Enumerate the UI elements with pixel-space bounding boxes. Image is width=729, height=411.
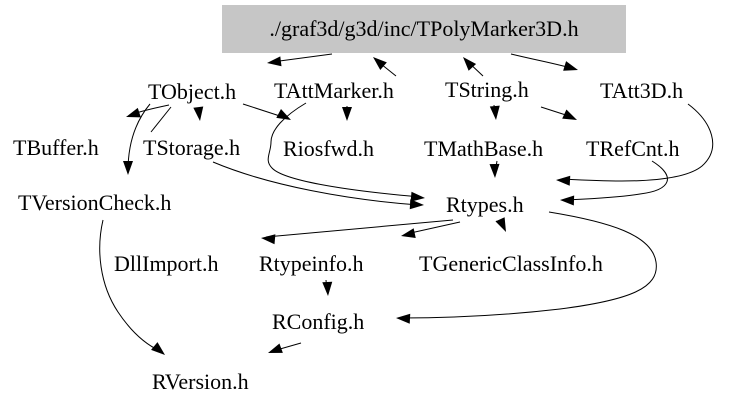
node-TGenericClassInfo[interactable]: TGenericClassInfo.h bbox=[419, 251, 603, 276]
edge-TRefCnt-to-Rtypes bbox=[564, 160, 668, 201]
arrowhead-Rtypes-to-DllImport bbox=[261, 234, 276, 245]
node-TObject[interactable]: TObject.h bbox=[148, 79, 237, 104]
arrowhead-RConfig-to-RVersion bbox=[268, 343, 283, 353]
arrowhead-TObject-to-Riosfwd bbox=[276, 109, 291, 120]
edge-TAtt3D-to-Rtypes bbox=[560, 103, 714, 182]
arrowhead-TAttMarker-to-TPolyMarker3D bbox=[373, 57, 387, 70]
arrowhead-TVersionCheck-to-RVersion bbox=[151, 342, 165, 355]
node-TPolyMarker3D[interactable]: ./graf3d/g3d/inc/TPolyMarker3D.h bbox=[222, 5, 626, 53]
edge-TStorage-to-Rtypes bbox=[212, 161, 420, 206]
arrowhead-TObject-to-TBuffer bbox=[126, 107, 141, 118]
node-TBuffer[interactable]: TBuffer.h bbox=[13, 135, 99, 160]
arrowhead-TObject-to-TVersionCheck bbox=[123, 161, 133, 175]
arrowhead-TAttMarker-to-Rtypes bbox=[410, 191, 425, 202]
arrowhead-Rtypes-to-RConfig bbox=[396, 313, 411, 324]
node-TRefCnt[interactable]: TRefCnt.h bbox=[586, 136, 680, 161]
arrowhead-Rtypeinfo-to-RConfig bbox=[322, 281, 333, 296]
arrowhead-TRefCnt-to-Rtypes bbox=[560, 195, 575, 206]
arrowhead-TPolyMarker3D-to-TObject bbox=[267, 56, 282, 67]
arrowhead-TString-to-TMathBase bbox=[489, 105, 500, 120]
node-TStorage[interactable]: TStorage.h bbox=[143, 135, 241, 160]
edge-TObject-to-TBuffer bbox=[150, 106, 172, 133]
node-TAtt3D[interactable]: TAtt3D.h bbox=[600, 78, 684, 103]
arrowhead-TAtt3D-to-Rtypes bbox=[556, 175, 571, 186]
node-Rtypes[interactable]: Rtypes.h bbox=[446, 192, 524, 217]
arrowhead-TObject-to-TStorage bbox=[193, 106, 204, 121]
arrowhead-Rtypes-to-Rtypeinfo bbox=[401, 228, 416, 238]
node-Rtypeinfo[interactable]: Rtypeinfo.h bbox=[259, 251, 364, 276]
node-RVersion[interactable]: RVersion.h bbox=[152, 369, 249, 394]
arrowhead-TStorage-to-Rtypes bbox=[409, 199, 424, 210]
arrowhead-TString-to-TPolyMarker3D bbox=[463, 57, 477, 71]
edge-TAttMarker-to-Rtypes bbox=[267, 102, 421, 198]
edge-Rtypes-to-Rtypeinfo bbox=[405, 221, 461, 235]
node-DllImport[interactable]: DllImport.h bbox=[114, 251, 219, 276]
arrowhead-TMathBase-to-Rtypes bbox=[489, 163, 500, 178]
arrowhead-TString-to-TRefCnt bbox=[562, 109, 577, 120]
arrowhead-TAttMarker-to-Riosfwd bbox=[342, 107, 352, 121]
arrowhead-TPolyMarker3D-to-TAtt3D bbox=[563, 61, 578, 71]
edge-Rtypes-to-DllImport bbox=[265, 219, 454, 238]
node-TMathBase[interactable]: TMathBase.h bbox=[424, 136, 544, 161]
arrowhead-Rtypes-to-TGenericClassInfo bbox=[495, 217, 506, 232]
node-TAttMarker[interactable]: TAttMarker.h bbox=[274, 78, 394, 103]
node-TString[interactable]: TString.h bbox=[445, 77, 529, 102]
edge-TPolyMarker3D-to-TObject bbox=[271, 53, 333, 63]
node-TVersionCheck[interactable]: TVersionCheck.h bbox=[18, 190, 172, 215]
edge-TVersionCheck-to-RVersion bbox=[99, 219, 161, 352]
node-RConfig[interactable]: RConfig.h bbox=[272, 309, 365, 334]
node-Riosfwd[interactable]: Riosfwd.h bbox=[283, 136, 375, 161]
edge-Rtypes-to-RConfig bbox=[400, 211, 657, 319]
